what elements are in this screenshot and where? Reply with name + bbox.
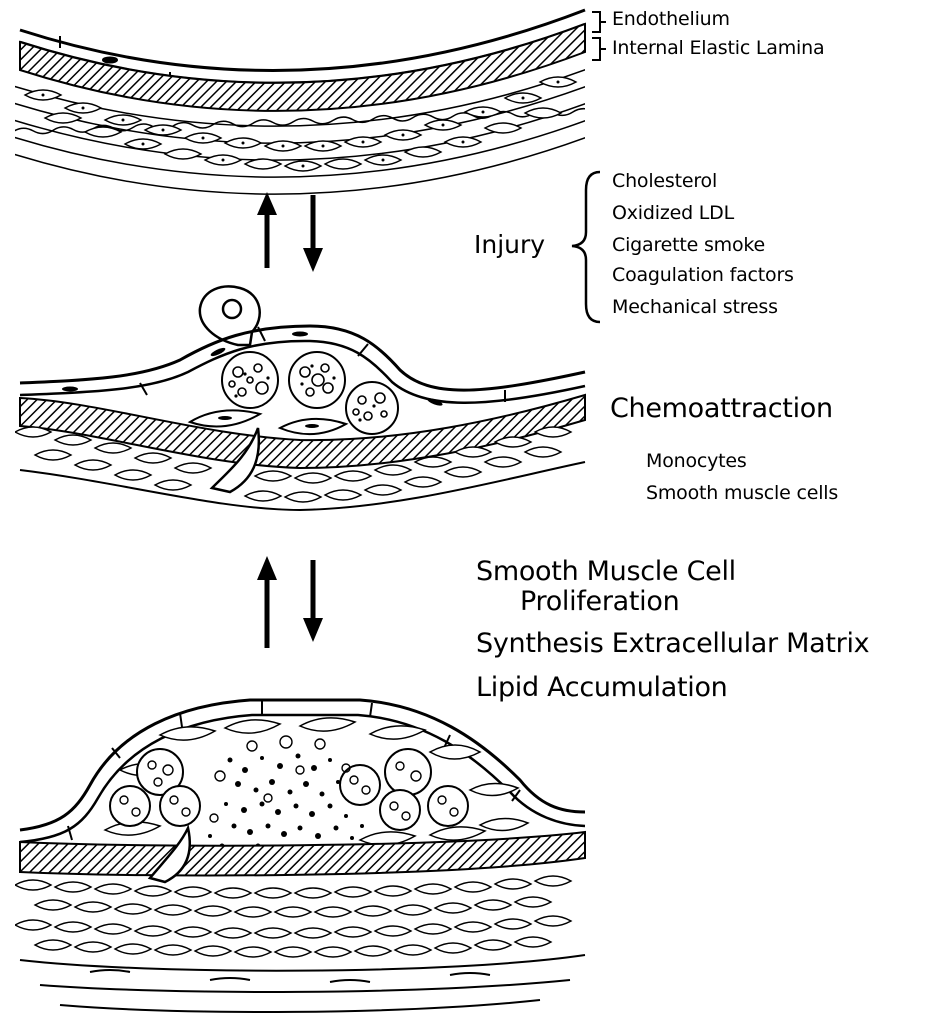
- advanced-plaque: [15, 700, 585, 1012]
- reversible-arrows-2: [257, 556, 323, 648]
- injury-cause-oxidized-ldl: Oxidized LDL: [612, 202, 734, 224]
- chemoattraction-label: Chemoattraction: [610, 393, 833, 424]
- synthesis-ecm-label: Synthesis Extracellular Matrix: [476, 628, 869, 659]
- injury-cause-cholesterol: Cholesterol: [612, 170, 717, 192]
- internal-elastic-lamina-label: Internal Elastic Lamina: [612, 37, 824, 59]
- smc-proliferation-line2: Proliferation: [520, 586, 679, 617]
- injury-label: Injury: [474, 230, 545, 259]
- layer-brackets: [592, 12, 606, 60]
- chemoattraction-monocytes: Monocytes: [646, 450, 747, 472]
- chemoattraction-smooth-muscle-cells: Smooth muscle cells: [646, 482, 838, 504]
- injury-cause-mechanical-stress: Mechanical stress: [612, 296, 778, 318]
- normal-artery: [10, 10, 593, 194]
- injury-cause-cigarette-smoke: Cigarette smoke: [612, 234, 765, 256]
- internal-elastic-lamina-band-3: [20, 832, 585, 875]
- lipid-core: [208, 754, 364, 858]
- injury-cause-coagulation-factors: Coagulation factors: [612, 264, 794, 286]
- smc-proliferation-line1: Smooth Muscle Cell: [476, 556, 736, 587]
- endothelium-label: Endothelium: [612, 8, 730, 30]
- plaque-foam-cells: [110, 749, 468, 830]
- adventitia: [20, 955, 585, 1012]
- injury-brace: [572, 172, 600, 322]
- reversible-arrows-1: [257, 192, 323, 272]
- early-lesion: [15, 286, 585, 510]
- lipid-accumulation-label: Lipid Accumulation: [476, 672, 727, 703]
- media-smooth-muscle-3: [15, 876, 571, 957]
